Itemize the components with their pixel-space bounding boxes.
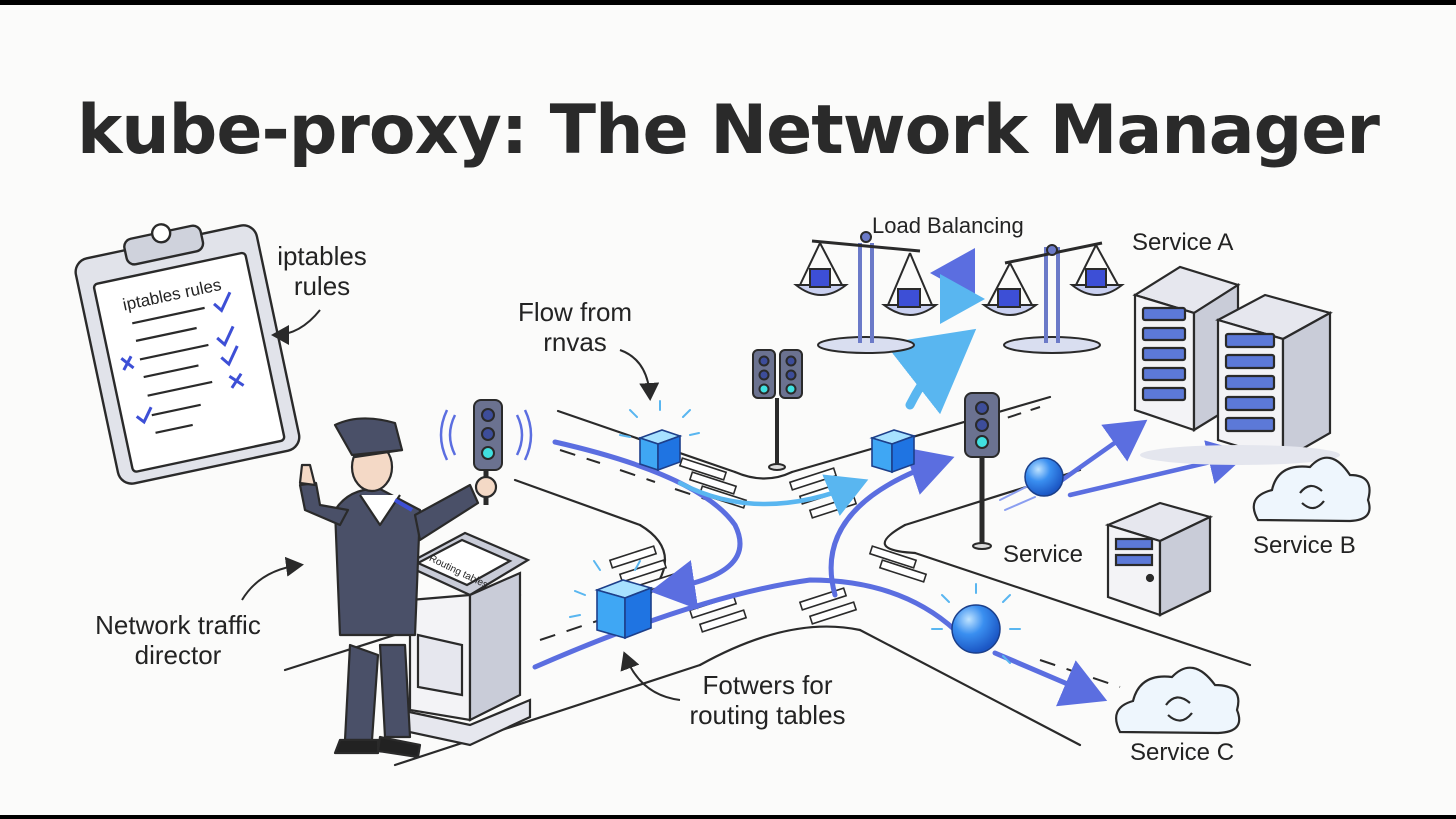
iptables-callout-label: iptables rules <box>277 241 367 301</box>
podium-icon <box>398 531 532 747</box>
service-label: Service <box>1003 541 1084 568</box>
balance-scale-icon <box>793 231 1125 354</box>
clipboard-icon <box>74 223 301 485</box>
data-cube-icon <box>569 400 917 640</box>
page-title: kube-proxy: The Network Manager <box>77 91 1380 170</box>
diagram-canvas: kube-proxy: The Network Manager iptables… <box>0 5 1456 815</box>
cloud-icon <box>1115 456 1371 735</box>
service-a-label: Service A <box>1132 229 1234 256</box>
data-packet-icon <box>951 457 1064 654</box>
callout-arrows <box>241 309 681 701</box>
load-balancing-label: Load Balancing <box>872 213 1024 238</box>
diagram-artwork <box>74 223 1371 767</box>
traffic-light-icon <box>439 349 1000 550</box>
service-c-label: Service C <box>1130 739 1235 766</box>
crosswalks <box>608 457 928 633</box>
flow-label: Flow from rnvas <box>517 297 633 357</box>
routing-callout-label: Fotwers for routing tables <box>689 670 846 730</box>
director-label: Network traffic director <box>95 610 261 670</box>
officer-icon <box>298 417 498 759</box>
server-rack-icon <box>1104 265 1340 617</box>
service-b-label: Service B <box>1253 532 1356 559</box>
